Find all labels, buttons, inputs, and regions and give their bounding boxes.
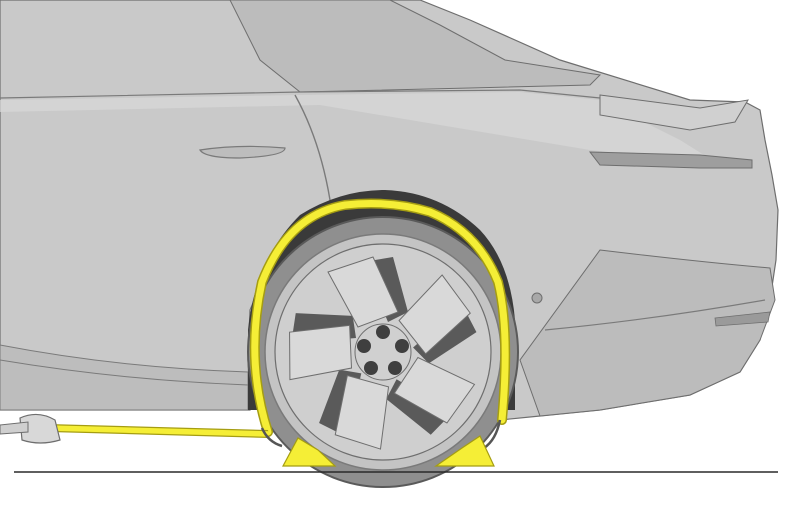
sensor-dot — [531, 292, 543, 304]
rear-spoiler — [599, 94, 749, 131]
ratchet-icon — [19, 413, 61, 444]
left-hook-icon — [260, 427, 283, 448]
strap-to-anchor-face — [47, 425, 269, 437]
reflector — [714, 311, 771, 327]
rear-diffuser-line — [544, 299, 766, 331]
lug-nuts — [357, 325, 409, 375]
front-wheel-chock — [281, 437, 337, 467]
ratchet-handle — [0, 421, 29, 435]
body-highlight — [0, 92, 720, 165]
rear-bumper — [519, 249, 776, 417]
rear-wheel-chock — [434, 435, 495, 467]
strap-over-wheel-face — [251, 200, 509, 436]
right-hook-icon — [483, 419, 502, 450]
rear-window — [229, 0, 602, 93]
sill-crease — [0, 359, 249, 386]
body-crease — [0, 89, 601, 99]
wheel-chocks — [281, 435, 495, 467]
door-handle — [199, 145, 286, 159]
rim-blades — [289, 256, 476, 450]
tail-light — [588, 151, 753, 169]
tie-down-strap — [0, 198, 511, 450]
wheel — [247, 216, 519, 488]
side-sill — [0, 344, 249, 411]
